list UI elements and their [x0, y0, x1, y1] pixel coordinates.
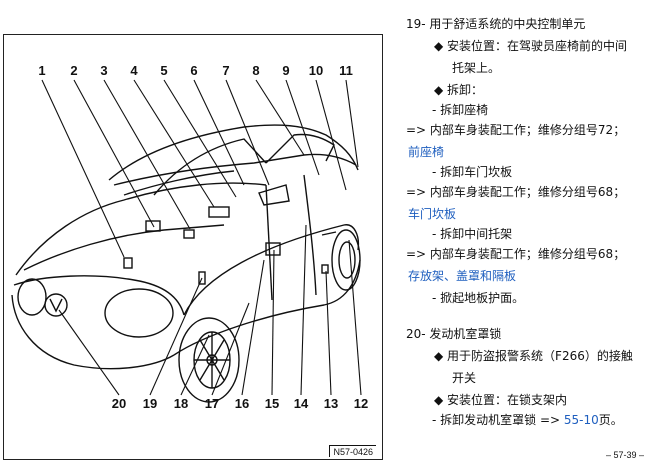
callout-13: 13 [324, 396, 338, 411]
step-remove-hood-lock: - 拆卸发动机室罩锁 => 55-10页。 [432, 410, 623, 431]
callout-leader-lines [41, 79, 362, 396]
callout-19: 19 [143, 396, 157, 411]
page-number: – 57-39 – [605, 450, 644, 460]
callout-15: 15 [265, 396, 279, 411]
callout-5: 5 [160, 63, 167, 78]
link-door-sill[interactable]: 车门坎板 [408, 207, 457, 221]
callout-1: 1 [38, 63, 45, 78]
callout-20: 20 [112, 396, 126, 411]
step-remove-center-bracket: - 拆卸中间托架 [432, 227, 513, 241]
item-20-title: 20- 发动机室罩锁 [406, 327, 502, 341]
usage-line-2: 开关 [452, 371, 477, 385]
callout-7: 7 [222, 63, 229, 78]
car-body [11, 124, 361, 403]
callout-numbers-top: 1 2 3 4 5 6 7 8 9 10 11 [38, 63, 352, 78]
install-location-line-2: 托架上。 [452, 61, 501, 75]
callout-12: 12 [354, 396, 368, 411]
item-19-title: 19- 用于舒适系统的中央控制单元 [406, 17, 586, 31]
step-remove-seat: - 拆卸座椅 [432, 103, 489, 117]
step-lift-floor: - 掀起地板护面。 [432, 291, 525, 305]
usage-line-1: ◆ 用于防盗报警系统（F266）的接触 [434, 349, 633, 363]
step-remove-hood-lock-suffix: 页。 [598, 413, 623, 427]
callout-17: 17 [205, 396, 219, 411]
callout-6: 6 [190, 63, 197, 78]
callout-16: 16 [235, 396, 249, 411]
step-remove-hood-lock-text: - 拆卸发动机室罩锁 => [432, 413, 564, 427]
callout-9: 9 [282, 63, 289, 78]
reference-72: => 内部车身装配工作；维修分组号72； [406, 123, 626, 137]
callout-3: 3 [100, 63, 107, 78]
callout-numbers-bottom: 20 19 18 17 16 15 14 13 12 [112, 396, 368, 411]
install-location-2: ◆ 安装位置：在锁支架内 [434, 393, 568, 407]
callout-10: 10 [309, 63, 323, 78]
reference-68-a: => 内部车身装配工作；维修分组号68； [406, 185, 626, 199]
removal-heading: ◆ 拆卸： [434, 83, 484, 97]
link-front-seat[interactable]: 前座椅 [408, 145, 445, 159]
callout-8: 8 [252, 63, 259, 78]
callout-14: 14 [294, 396, 309, 411]
link-storage-covers[interactable]: 存放架、盖罩和隔板 [408, 269, 517, 283]
figure-code: N57-0426 [329, 445, 376, 457]
link-page-55-10[interactable]: 55-10 [563, 413, 599, 427]
reference-68-b: => 内部车身装配工作；维修分组号68； [406, 247, 626, 261]
install-location-line-1: ◆ 安装位置：在驾驶员座椅前的中间 [434, 39, 628, 53]
callout-11: 11 [339, 63, 353, 78]
step-remove-sill: - 拆卸车门坎板 [432, 165, 513, 179]
callout-2: 2 [70, 63, 77, 78]
callout-4: 4 [130, 63, 138, 78]
callout-18: 18 [174, 396, 188, 411]
